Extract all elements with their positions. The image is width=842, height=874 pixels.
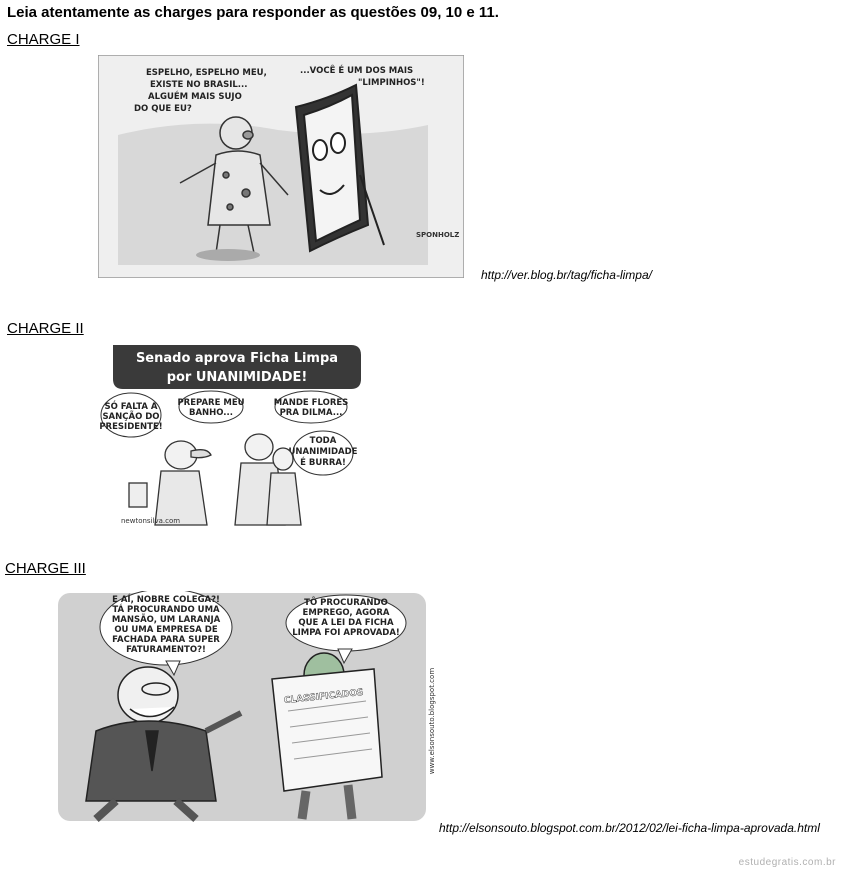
- dirty-politician-figure: [179, 116, 289, 261]
- charge-1-cartoon: ESPELHO, ESPELHO MEU, EXISTE NO BRASIL..…: [98, 55, 464, 278]
- senators-figures: [128, 433, 302, 526]
- charge-3-bubble-1-line-1: E AÍ, NOBRE COLEGA?!: [112, 593, 220, 605]
- charge-3-bubble-1-line-2: TÁ PROCURANDO UMA: [112, 603, 220, 615]
- charge-3-credit: www.elsonsouto.blogspot.com: [428, 668, 436, 774]
- charge-1-signature: SPONHOLZ: [416, 231, 459, 239]
- charge-2-cartoon: Senado aprova Ficha Limpa por UNANIMIDAD…: [99, 343, 363, 528]
- charge-3-bubble-1-line-5: FACHADA PARA SUPER: [112, 635, 220, 645]
- charge-1-bubble-2-line-1: ...VOCÊ É UM DOS MAIS: [300, 64, 413, 76]
- charge-1-bubble-2-line-2: "LIMPINHOS"!: [358, 78, 425, 88]
- charge-2-bubble-4-line-3: É BURRA!: [300, 456, 346, 468]
- page-heading: Leia atentamente as charges para respond…: [7, 4, 499, 21]
- classified-newspaper: [271, 668, 383, 792]
- charge-1-bubble-1-line-2: EXISTE NO BRASIL...: [150, 80, 248, 90]
- charge-2-bubble-1-line-3: PRESIDENTE!: [99, 422, 162, 432]
- charge-2-bubble-3-line-1: MANDE FLORES: [274, 398, 349, 408]
- mirror-figure: [294, 83, 385, 253]
- charge-3-label: CHARGE III: [5, 560, 86, 577]
- charge-2-bubble-1-line-1: SÓ FALTA A: [105, 400, 158, 412]
- charge-3-bubble-2-line-4: LIMPA FOI APROVADA!: [292, 628, 400, 638]
- charge-3-bubble-2-line-1: TÔ PROCURANDO: [304, 596, 388, 608]
- charge-3-bubble-1-line-4: OU UMA EMPRESA DE: [114, 625, 218, 635]
- charge-3-bubble-2-line-3: QUE A LEI DA FICHA: [298, 618, 394, 628]
- charge-2-bubble-2-line-2: BANHO...: [189, 408, 233, 418]
- site-footer: estudegratis.com.br: [738, 857, 836, 868]
- charge-3-bubble-1-line-3: MANSÃO, UM LARANJA: [112, 614, 221, 625]
- charge-1-source: http://ver.blog.br/tag/ficha-limpa/: [481, 268, 652, 282]
- charge-2-credit: newtonsilva.com: [121, 517, 180, 525]
- charge-3-bubble-1-line-6: FATURAMENTO?!: [126, 645, 206, 655]
- smiling-politician-figure: [85, 666, 243, 822]
- charge-2-bubble-2-line-1: PREPARE MEU: [177, 398, 244, 408]
- job-seeker-figure: [271, 652, 383, 820]
- charge-3-cartoon: E AÍ, NOBRE COLEGA?! TÁ PROCURANDO UMA M…: [58, 591, 436, 822]
- charge-2-banner-line-1: Senado aprova Ficha Limpa: [136, 351, 338, 366]
- charge-2-banner-line-2: por UNANIMIDADE!: [167, 370, 308, 385]
- charge-1-bubble-1-line-3: ALGUÉM MAIS SUJO: [148, 90, 242, 102]
- charge-2-label: CHARGE II: [7, 320, 84, 337]
- charge-2-bubble-3-line-2: PRA DILMA...: [280, 408, 343, 418]
- charge-1-label: CHARGE I: [7, 31, 80, 48]
- charge-2-banner: [113, 345, 361, 389]
- charge-1-bubble-1-line-1: ESPELHO, ESPELHO MEU,: [146, 68, 267, 78]
- charge-1-bubble-1-line-4: DO QUE EU?: [134, 104, 192, 114]
- charge-2-bubble-4-line-1: TODA: [310, 436, 337, 446]
- charge-3-bubble-2-line-2: EMPREGO, AGORA: [303, 608, 390, 618]
- charge-2-bubble-4-line-2: UNANIMIDADE: [289, 447, 358, 457]
- charge-2-bubble-1-line-2: SANÇÃO DO: [102, 411, 159, 422]
- charge-3-source: http://elsonsouto.blogspot.com.br/2012/0…: [439, 821, 820, 835]
